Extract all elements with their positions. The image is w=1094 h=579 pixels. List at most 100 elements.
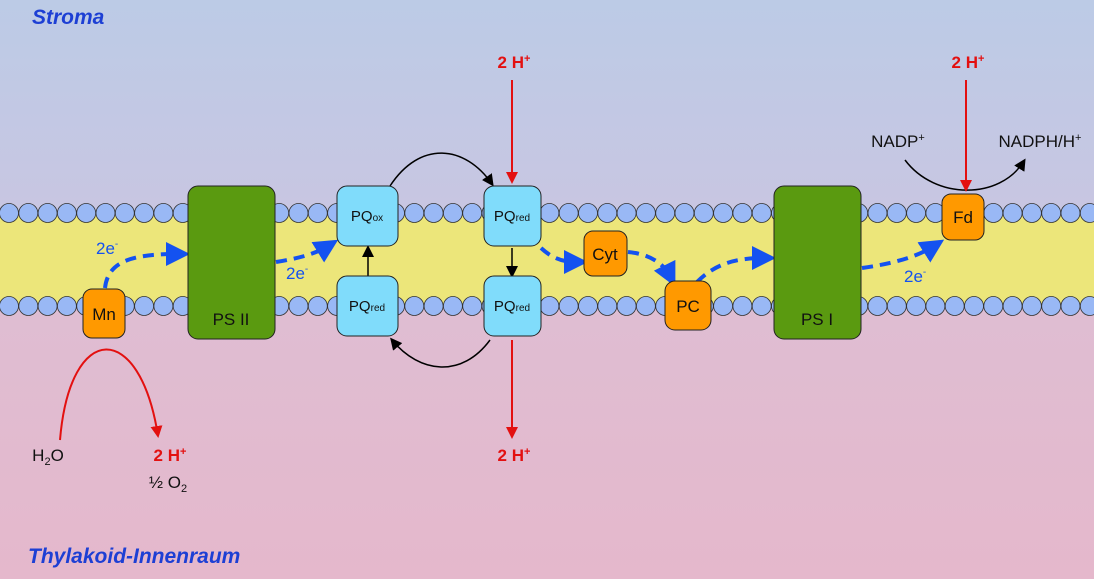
membrane-core — [0, 216, 1094, 304]
lipid-head-upper — [114, 203, 135, 223]
lipid-head-lower — [906, 296, 926, 316]
lipid-head-lower — [886, 296, 907, 316]
lipid-head-lower — [636, 296, 656, 316]
lipid-head-upper — [751, 203, 772, 223]
lipid-head-lower — [57, 296, 77, 316]
electron-arrow-cyt-pc — [627, 250, 676, 287]
lipid-head-upper — [462, 203, 483, 223]
lipid-head-upper — [693, 203, 714, 223]
pq-ox-box — [336, 185, 399, 247]
nadp-label: NADP+ — [871, 132, 925, 151]
lipid-head-lower — [288, 296, 309, 316]
lipid-head-lower — [713, 296, 733, 316]
lipid-head-upper — [95, 203, 116, 223]
lipid-head-lower — [0, 296, 19, 316]
electron-arrow-mn-ps2 — [103, 242, 190, 289]
electron-label-2: 2e- — [286, 264, 308, 283]
pq-red-top-label: PQred — [494, 208, 530, 225]
lipid-head-lower — [1002, 296, 1023, 316]
water-label: H2O — [32, 446, 64, 468]
lipid-head-upper — [134, 203, 155, 223]
lipid-head-upper — [983, 203, 1004, 223]
ps2-label: PS II — [213, 310, 250, 329]
lipid-head-lower — [925, 296, 946, 316]
ferredoxin — [941, 193, 985, 241]
lipid-head-lower — [1041, 296, 1062, 316]
lipid-head-upper — [578, 203, 598, 223]
pc-label: PC — [676, 297, 700, 316]
proton-label-bottom-middle: 2 H+ — [498, 446, 531, 465]
lipid-head-upper — [1041, 203, 1062, 223]
lipid-head-lower — [616, 296, 637, 316]
electron-label-1: 2e- — [96, 239, 118, 258]
lipid-head-upper — [1079, 203, 1094, 223]
lipid-head-upper — [1060, 203, 1081, 223]
pq-red-left-box — [336, 275, 399, 337]
nadph-label: NADPH/H+ — [999, 132, 1082, 151]
lipid-head-upper — [18, 203, 39, 223]
lipid-head-upper — [616, 203, 637, 223]
photosystem-1 — [773, 185, 862, 340]
lipid-head-lower — [134, 296, 155, 316]
lipid-head-upper — [423, 203, 444, 223]
electron-arrow-pc-ps1 — [695, 246, 776, 284]
proton-label-bottom-left: 2 H+ — [154, 446, 187, 465]
lipid-head-upper — [0, 203, 19, 223]
electron-arrow-ps1-fd — [861, 239, 945, 270]
lipid-head-lower — [983, 296, 1004, 316]
lipid-head-lower — [732, 296, 753, 316]
lipid-head-upper — [867, 203, 888, 223]
lipid-head-upper — [307, 203, 328, 223]
lipid-head-upper — [404, 203, 425, 223]
lipid-head-upper — [442, 203, 463, 223]
lipid-head-lower — [1079, 296, 1094, 316]
lipid-head-lower — [18, 296, 39, 316]
lipid-head-upper — [558, 203, 579, 223]
water-splitting-arrow — [59, 348, 163, 441]
lipid-head-lower — [539, 296, 560, 316]
pq-red-bottom-box — [483, 275, 542, 337]
pq-cycle-arrow-top — [389, 152, 494, 187]
lipid-head-upper — [674, 203, 695, 223]
lipid-head-lower — [404, 296, 425, 316]
proton-label-top-middle: 2 H+ — [498, 53, 531, 72]
lipid-head-upper — [732, 203, 753, 223]
lipid-head-lower — [578, 296, 598, 316]
lipid-head-upper — [153, 203, 174, 223]
lipid-head-lower — [37, 296, 58, 316]
lipid-head-lower — [1060, 296, 1081, 316]
lipid-head-upper — [655, 203, 676, 223]
lipid-head-upper — [37, 203, 58, 223]
stroma-label: Stroma — [32, 6, 105, 29]
oxygen-label: ½ O2 — [149, 473, 187, 495]
mn-label: Mn — [92, 305, 116, 324]
lipid-head-lower — [964, 296, 984, 316]
lipid-head-lower — [462, 296, 483, 316]
pq-ox-label: PQox — [351, 208, 383, 225]
photosystem-2 — [187, 185, 276, 340]
lumen-label: Thylakoid-Innenraum — [28, 545, 240, 568]
lipid-head-upper — [76, 203, 97, 223]
electron-flow — [103, 239, 945, 289]
lipid-head-upper — [906, 203, 926, 223]
cytochrome — [583, 230, 628, 277]
lipid-head-upper — [539, 203, 560, 223]
lipid-head-upper — [57, 203, 77, 223]
mn-complex — [82, 288, 126, 339]
fd-label: Fd — [953, 208, 973, 227]
cyt-label: Cyt — [592, 245, 618, 264]
lipid-head-lower — [153, 296, 174, 316]
electron-arrow-pq-cyt — [539, 246, 588, 274]
pq-red-bottom-label: PQred — [494, 298, 530, 315]
lipid-head-lower — [751, 296, 772, 316]
pq-red-left-label: PQred — [349, 298, 385, 315]
plastocyanin — [664, 280, 712, 331]
lipid-head-upper — [1022, 203, 1042, 223]
lipid-head-upper — [288, 203, 309, 223]
electron-arrow-ps2-pq — [275, 239, 339, 264]
lipid-head-lower — [867, 296, 888, 316]
proton-label-top-right: 2 H+ — [952, 53, 985, 72]
lipid-head-upper — [1002, 203, 1023, 223]
lipid-head-lower — [558, 296, 579, 316]
